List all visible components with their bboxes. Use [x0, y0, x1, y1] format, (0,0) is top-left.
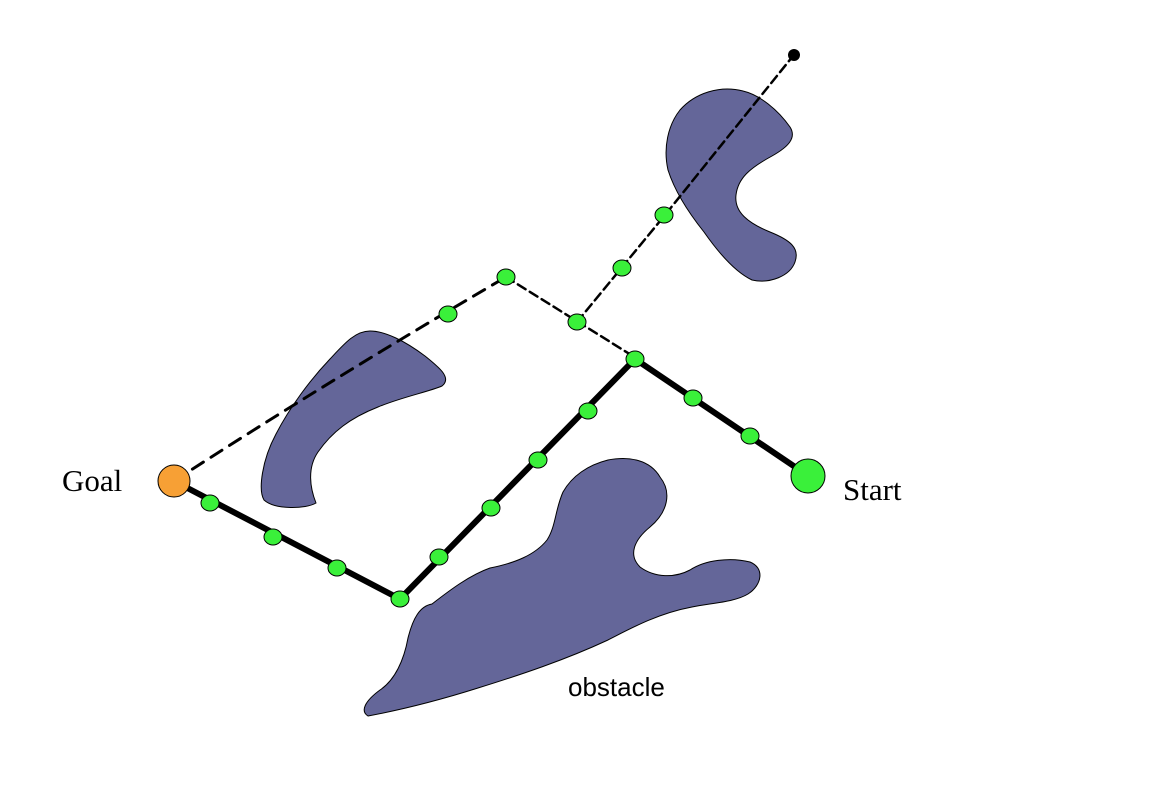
waypoint	[200, 494, 220, 512]
waypoint	[438, 305, 458, 323]
obstacle-bottom	[363, 458, 761, 717]
explored-branch-up	[575, 54, 795, 324]
goal-label: Goal	[62, 463, 122, 498]
waypoint	[496, 268, 516, 286]
obstacles	[260, 88, 797, 717]
waypoint	[625, 350, 645, 368]
obstacle-top-right	[665, 88, 797, 282]
waypoint	[327, 559, 347, 577]
waypoint	[429, 548, 449, 566]
waypoint	[683, 389, 703, 407]
goal-node	[157, 464, 191, 498]
waypoint	[481, 499, 501, 517]
explored-endpoint	[788, 49, 800, 61]
waypoint	[528, 451, 548, 469]
obstacle-middle-left	[260, 330, 447, 508]
waypoint	[263, 528, 283, 546]
start-label: Start	[843, 472, 902, 507]
waypoint	[612, 259, 632, 277]
waypoint	[390, 590, 410, 608]
waypoint	[654, 206, 674, 224]
explored-branch-to-goal	[172, 275, 508, 483]
waypoint	[578, 402, 598, 420]
waypoints	[200, 206, 760, 608]
solution-path	[171, 356, 810, 602]
waypoint	[740, 427, 760, 445]
start-node	[790, 458, 826, 494]
obstacle-label: obstacle	[568, 672, 665, 702]
waypoint	[567, 313, 587, 331]
solution-path-line	[171, 356, 810, 602]
